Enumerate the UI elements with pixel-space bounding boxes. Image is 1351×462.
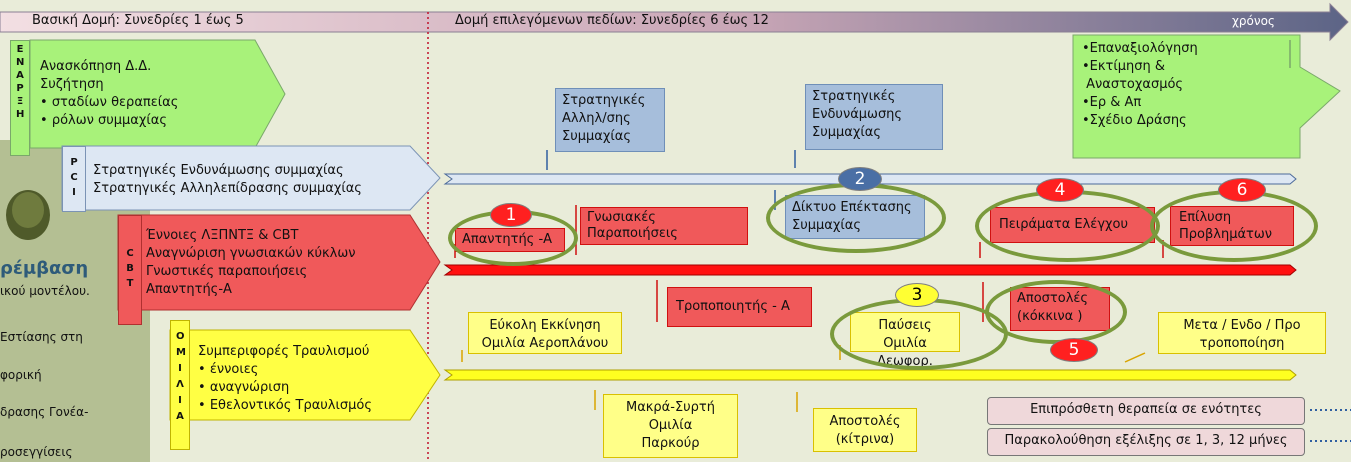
cbt-line: Αναγνώριση γνωσιακών κύκλων	[146, 246, 356, 261]
final-arrow	[1072, 34, 1341, 159]
box-line: Αλληλ/σης	[562, 111, 631, 126]
pci-line: Στρατηγικές Ενδυνάμωσης συμμαχίας	[93, 163, 344, 178]
box-line: Ομιλία Αεροπλάνου	[481, 336, 609, 351]
speech-bullet: • αναγνώριση	[198, 380, 290, 395]
pci-tab: PCI	[62, 146, 86, 212]
opening-arrow	[29, 39, 286, 149]
alliance-interaction-box: Στρατηγικές Αλληλ/σης Συμμαχίας	[555, 88, 665, 152]
box-line: Μακρά-Συρτή	[625, 400, 715, 415]
ellipse-3	[830, 298, 1008, 370]
box-line: Παρκούρ	[641, 436, 700, 451]
step-number-1: 1	[490, 203, 532, 227]
box-line: Συμμαχίας	[812, 125, 881, 140]
long-speech-box: Μακρά-Συρτή Ομιλία Παρκούρ	[603, 394, 738, 458]
cbt-tab-label: CBT	[126, 248, 134, 289]
ellipse-2	[766, 183, 946, 253]
left-panel-line: ροσεγγίσεις	[0, 445, 73, 459]
step-number-2: 2	[838, 167, 882, 191]
cbt-line: Γνωστικές παραποιήσεις	[146, 264, 308, 279]
pushpin-icon	[6, 190, 50, 240]
box-line: Παρακολούθηση εξέλιξης σε 1, 3, 12 μήνες	[1004, 433, 1288, 448]
opening-tab: ΕΝΑΡΞΗ	[10, 40, 30, 156]
speech-tab-label: ΟΜΙΛΙΑ	[176, 331, 186, 422]
speech-tab: ΟΜΙΛΙΑ	[170, 320, 190, 450]
speech-bullet: • Εθελοντικός Τραυλισμός	[198, 398, 372, 413]
speech-bullet: • έννοιες	[198, 362, 259, 377]
box-line: Εύκολη Εκκίνηση	[489, 318, 601, 333]
opening-bullet: • σταδίων θεραπείας	[40, 95, 179, 110]
step-number-6: 6	[1218, 178, 1266, 202]
ellipse-5	[985, 280, 1127, 344]
left-panel-line: ικού μοντέλου.	[0, 284, 90, 298]
cognitive-distortions-box: Γνωσιακές Παραποιήσεις	[580, 207, 748, 245]
meta-modification-box: Μετα / Ενδο / Προ τροποποίηση	[1158, 312, 1326, 354]
final-list: •Επαναξιολόγηση •Εκτίμηση & Αναστοχασμός…	[1082, 40, 1198, 130]
alliance-empowerment-box: Στρατηγικές Ενδυνάμωσης Συμμαχίας	[805, 84, 943, 150]
opening-line: Ανασκόπηση Δ.Δ.	[40, 59, 152, 74]
modifier-box: Τροποποιητής - Α	[667, 287, 812, 327]
box-line: Παραποιήσεις	[587, 226, 678, 241]
final-item: •Σχέδιο Δράσης	[1082, 113, 1187, 128]
cbt-content: Έννοιες ΛΞΠΝΤΞ & CBT Αναγνώριση γνωσιακώ…	[146, 227, 356, 299]
missions-yellow-box: Αποστολές (κίτρινα)	[813, 408, 917, 452]
box-line: Στρατηγικές	[562, 93, 646, 108]
phase2-label: Δομή επιλεγόμενων πεδίων: Συνεδρίες 6 έω…	[455, 13, 769, 28]
final-item: •Επαναξιολόγηση	[1082, 41, 1198, 56]
pci-tab-label: PCI	[70, 157, 78, 198]
box-line: Ομιλία	[648, 418, 693, 433]
left-panel-title: ρέμβαση	[0, 258, 89, 279]
step-number-4: 4	[1036, 178, 1084, 202]
box-line: Τροποποιητής - Α	[676, 299, 790, 314]
box-line: Αποστολές	[829, 414, 901, 429]
easy-start-box: Εύκολη Εκκίνηση Ομιλία Αεροπλάνου	[468, 312, 622, 354]
left-panel-line: δρασης Γονέα-	[0, 405, 89, 419]
box-line: Ενδυνάμωσης	[812, 107, 903, 122]
cbt-tab: CBT	[118, 215, 142, 325]
left-panel-line: Εστίασης στη	[0, 330, 83, 344]
pci-content: Στρατηγικές Ενδυνάμωσης συμμαχίας Στρατη…	[93, 162, 362, 198]
timeline-arrow	[0, 2, 1349, 42]
cbt-timeline	[443, 264, 1297, 276]
final-item: Αναστοχασμός	[1086, 77, 1184, 92]
final-item: •Ερ & Απ	[1082, 95, 1142, 110]
time-label: χρόνος	[1232, 14, 1275, 28]
pci-line: Στρατηγικές Αλληλεπίδρασης συμμαχίας	[93, 181, 362, 196]
followup-box: Παρακολούθηση εξέλιξης σε 1, 3, 12 μήνες	[987, 428, 1305, 456]
extra-therapy-box: Επιπρόσθετη θεραπεία σε ενότητες	[987, 397, 1305, 425]
box-line: Στρατηγικές	[812, 89, 896, 104]
step-number-5: 5	[1050, 338, 1098, 362]
box-line: Γνωσιακές	[587, 210, 656, 225]
cbt-line: Έννοιες ΛΞΠΝΤΞ & CBT	[146, 228, 299, 243]
opening-bullet: • ρόλων συμμαχίας	[40, 113, 167, 128]
box-line: Συμμαχίας	[562, 129, 631, 144]
opening-tab-label: ΕΝΑΡΞΗ	[16, 44, 25, 120]
cbt-line: Απαντητής-Α	[146, 282, 232, 297]
phase1-label: Βασική Δομή: Συνεδρίες 1 έως 5	[32, 13, 244, 28]
box-line: (κίτρινα)	[835, 432, 895, 447]
box-line: τροποποίηση	[1199, 336, 1285, 351]
step-number-3: 3	[895, 283, 939, 307]
speech-title: Συμπεριφορές Τραυλισμού	[198, 344, 370, 359]
opening-content: Ανασκόπηση Δ.Δ. Συζήτηση • σταδίων θεραπ…	[40, 58, 178, 130]
box-line: Επιπρόσθετη θεραπεία σε ενότητες	[1030, 402, 1262, 417]
speech-timeline	[443, 369, 1297, 381]
opening-line: Συζήτηση	[40, 77, 104, 92]
box-line: Μετα / Ενδο / Προ	[1183, 318, 1301, 333]
speech-content: Συμπεριφορές Τραυλισμού • έννοιες • αναγ…	[198, 343, 372, 415]
left-panel-line: φορική	[0, 368, 42, 382]
final-item: •Εκτίμηση &	[1082, 59, 1166, 74]
